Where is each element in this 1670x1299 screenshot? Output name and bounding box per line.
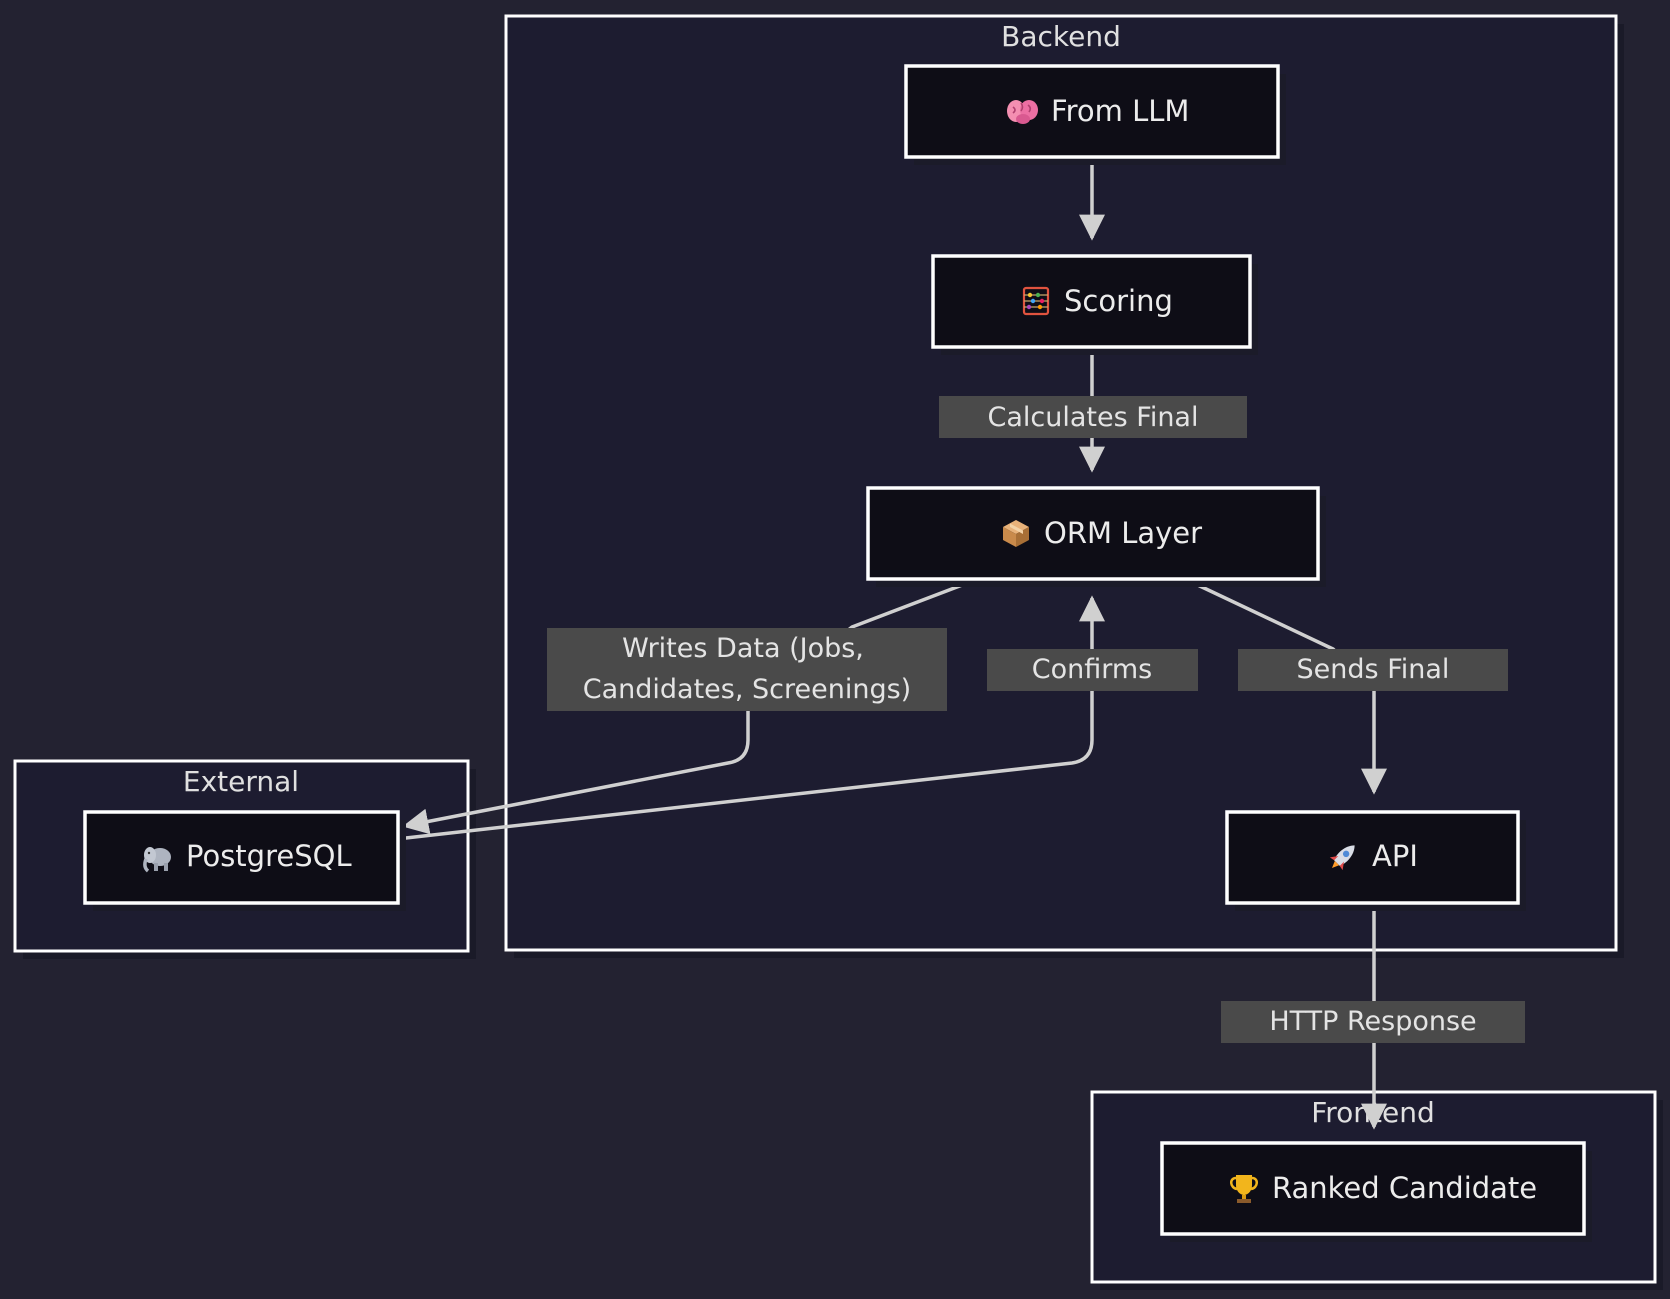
- edge-label-calculates-final-text: Calculates Final: [988, 402, 1199, 433]
- node-label-ranked-candidate: Ranked Candidate: [1272, 1171, 1537, 1205]
- node-label-postgresql: PostgreSQL: [186, 839, 352, 873]
- edge-label-http-response-text: HTTP Response: [1269, 1006, 1476, 1037]
- edge-orm-to-postgres: [402, 577, 979, 835]
- edge-postgres-to-orm: [396, 595, 1105, 841]
- edge-label-sends-final-text: Sends Final: [1297, 654, 1450, 685]
- node-scoring[interactable]: Scoring: [931, 254, 1258, 355]
- node-label-orm-layer: ORM Layer: [1044, 516, 1202, 550]
- node-orm-layer[interactable]: ORM Layer: [866, 486, 1326, 587]
- cluster-backend: Backend: [504, 14, 1624, 958]
- edge-label-http-response: HTTP Response: [1221, 1001, 1525, 1043]
- node-postgresql[interactable]: PostgreSQL: [83, 810, 406, 911]
- elephant-icon: [143, 847, 171, 873]
- brain-icon: [1007, 100, 1038, 124]
- node-api[interactable]: API: [1225, 810, 1526, 911]
- cluster-title-external: External: [183, 765, 299, 798]
- edge-label-confirms: Confirms: [987, 649, 1198, 691]
- edge-label-writes-data: Writes Data (Jobs, Candidates, Screening…: [547, 628, 947, 711]
- rocket-icon: [1329, 845, 1355, 871]
- edge-label-writes-data-line2: Candidates, Screenings): [583, 674, 911, 705]
- cluster-title-backend: Backend: [1001, 20, 1121, 53]
- abacus-icon: [1022, 286, 1050, 316]
- edge-label-writes-data-line1: Writes Data (Jobs,: [622, 633, 864, 664]
- node-label-api: API: [1372, 839, 1418, 873]
- edge-label-sends-final: Sends Final: [1238, 649, 1508, 691]
- package-icon: [1003, 520, 1029, 547]
- node-label-from-llm: From LLM: [1051, 94, 1189, 128]
- trophy-icon: [1230, 1175, 1258, 1203]
- node-label-scoring: Scoring: [1064, 284, 1173, 318]
- edge-label-calculates-final: Calculates Final: [939, 396, 1247, 438]
- node-ranked-candidate[interactable]: Ranked Candidate: [1160, 1141, 1592, 1242]
- node-from-llm[interactable]: From LLM: [904, 64, 1286, 165]
- edge-label-confirms-text: Confirms: [1032, 654, 1153, 685]
